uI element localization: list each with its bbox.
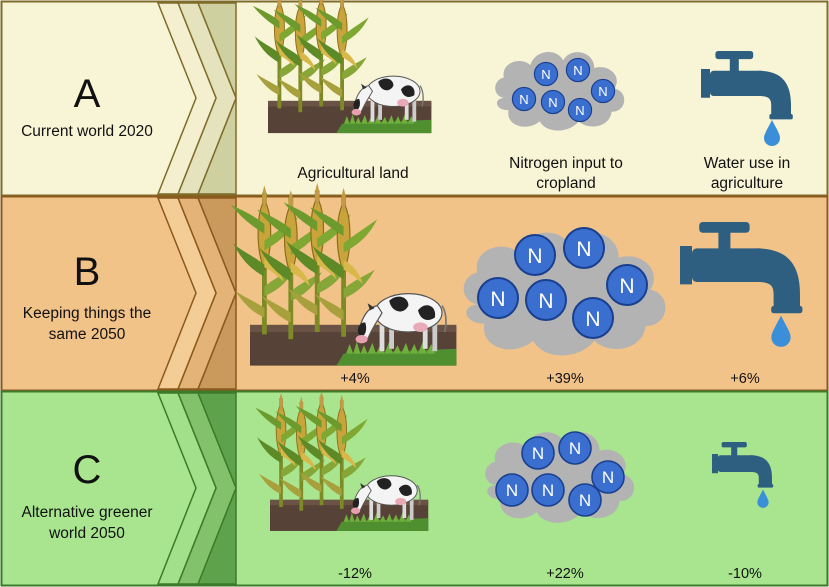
n-label: N [542,481,554,500]
n-label: N [506,481,518,500]
row-b-chevrons [156,197,237,390]
column-label-water-line2: agriculture [710,175,784,192]
column-label-land: Agricultural land [297,165,409,182]
row-a-chevrons [156,2,237,195]
row-b-title-line2: same 2050 [48,326,126,343]
row-c-land-change: -12% [338,566,372,582]
column-label-nitrogen-line1: Nitrogen input to [509,155,623,172]
row-b-water-change: +6% [730,371,760,387]
row-b-land-change: +4% [340,371,370,387]
row-c-chevrons [156,392,237,585]
n-label: N [575,103,584,118]
row-a-letter: A [73,72,101,116]
column-label-nitrogen-line2: cropland [536,175,596,192]
n-label: N [541,67,550,82]
nitrogen-symbols: N N N N N N N N N N N N N N N N N N [490,63,634,510]
n-label: N [519,92,528,107]
n-label: N [579,491,591,510]
n-label: N [527,245,542,268]
n-label: N [573,63,582,78]
n-label: N [602,468,614,487]
n-label: N [569,439,581,458]
n-label: N [490,288,505,311]
n-label: N [532,444,544,463]
row-c-title-line1: Alternative greener [21,504,153,521]
row-b-nitrogen-change: +39% [546,371,584,387]
row-a-title: Current world 2020 [21,123,153,140]
n-label: N [585,308,600,331]
n-label: N [576,238,591,261]
n-label: N [598,84,607,99]
n-label: N [538,290,553,313]
row-c-letter: C [72,448,102,492]
column-label-water-line1: Water use in [703,155,791,172]
n-label: N [619,275,634,298]
row-c-nitrogen-change: +22% [546,566,584,582]
row-b-title-line1: Keeping things the [22,305,152,322]
row-c-title-line2: world 2050 [49,525,125,542]
row-b-letter: B [73,250,101,294]
row-c-water-change: -10% [728,566,762,582]
n-label: N [548,95,557,110]
